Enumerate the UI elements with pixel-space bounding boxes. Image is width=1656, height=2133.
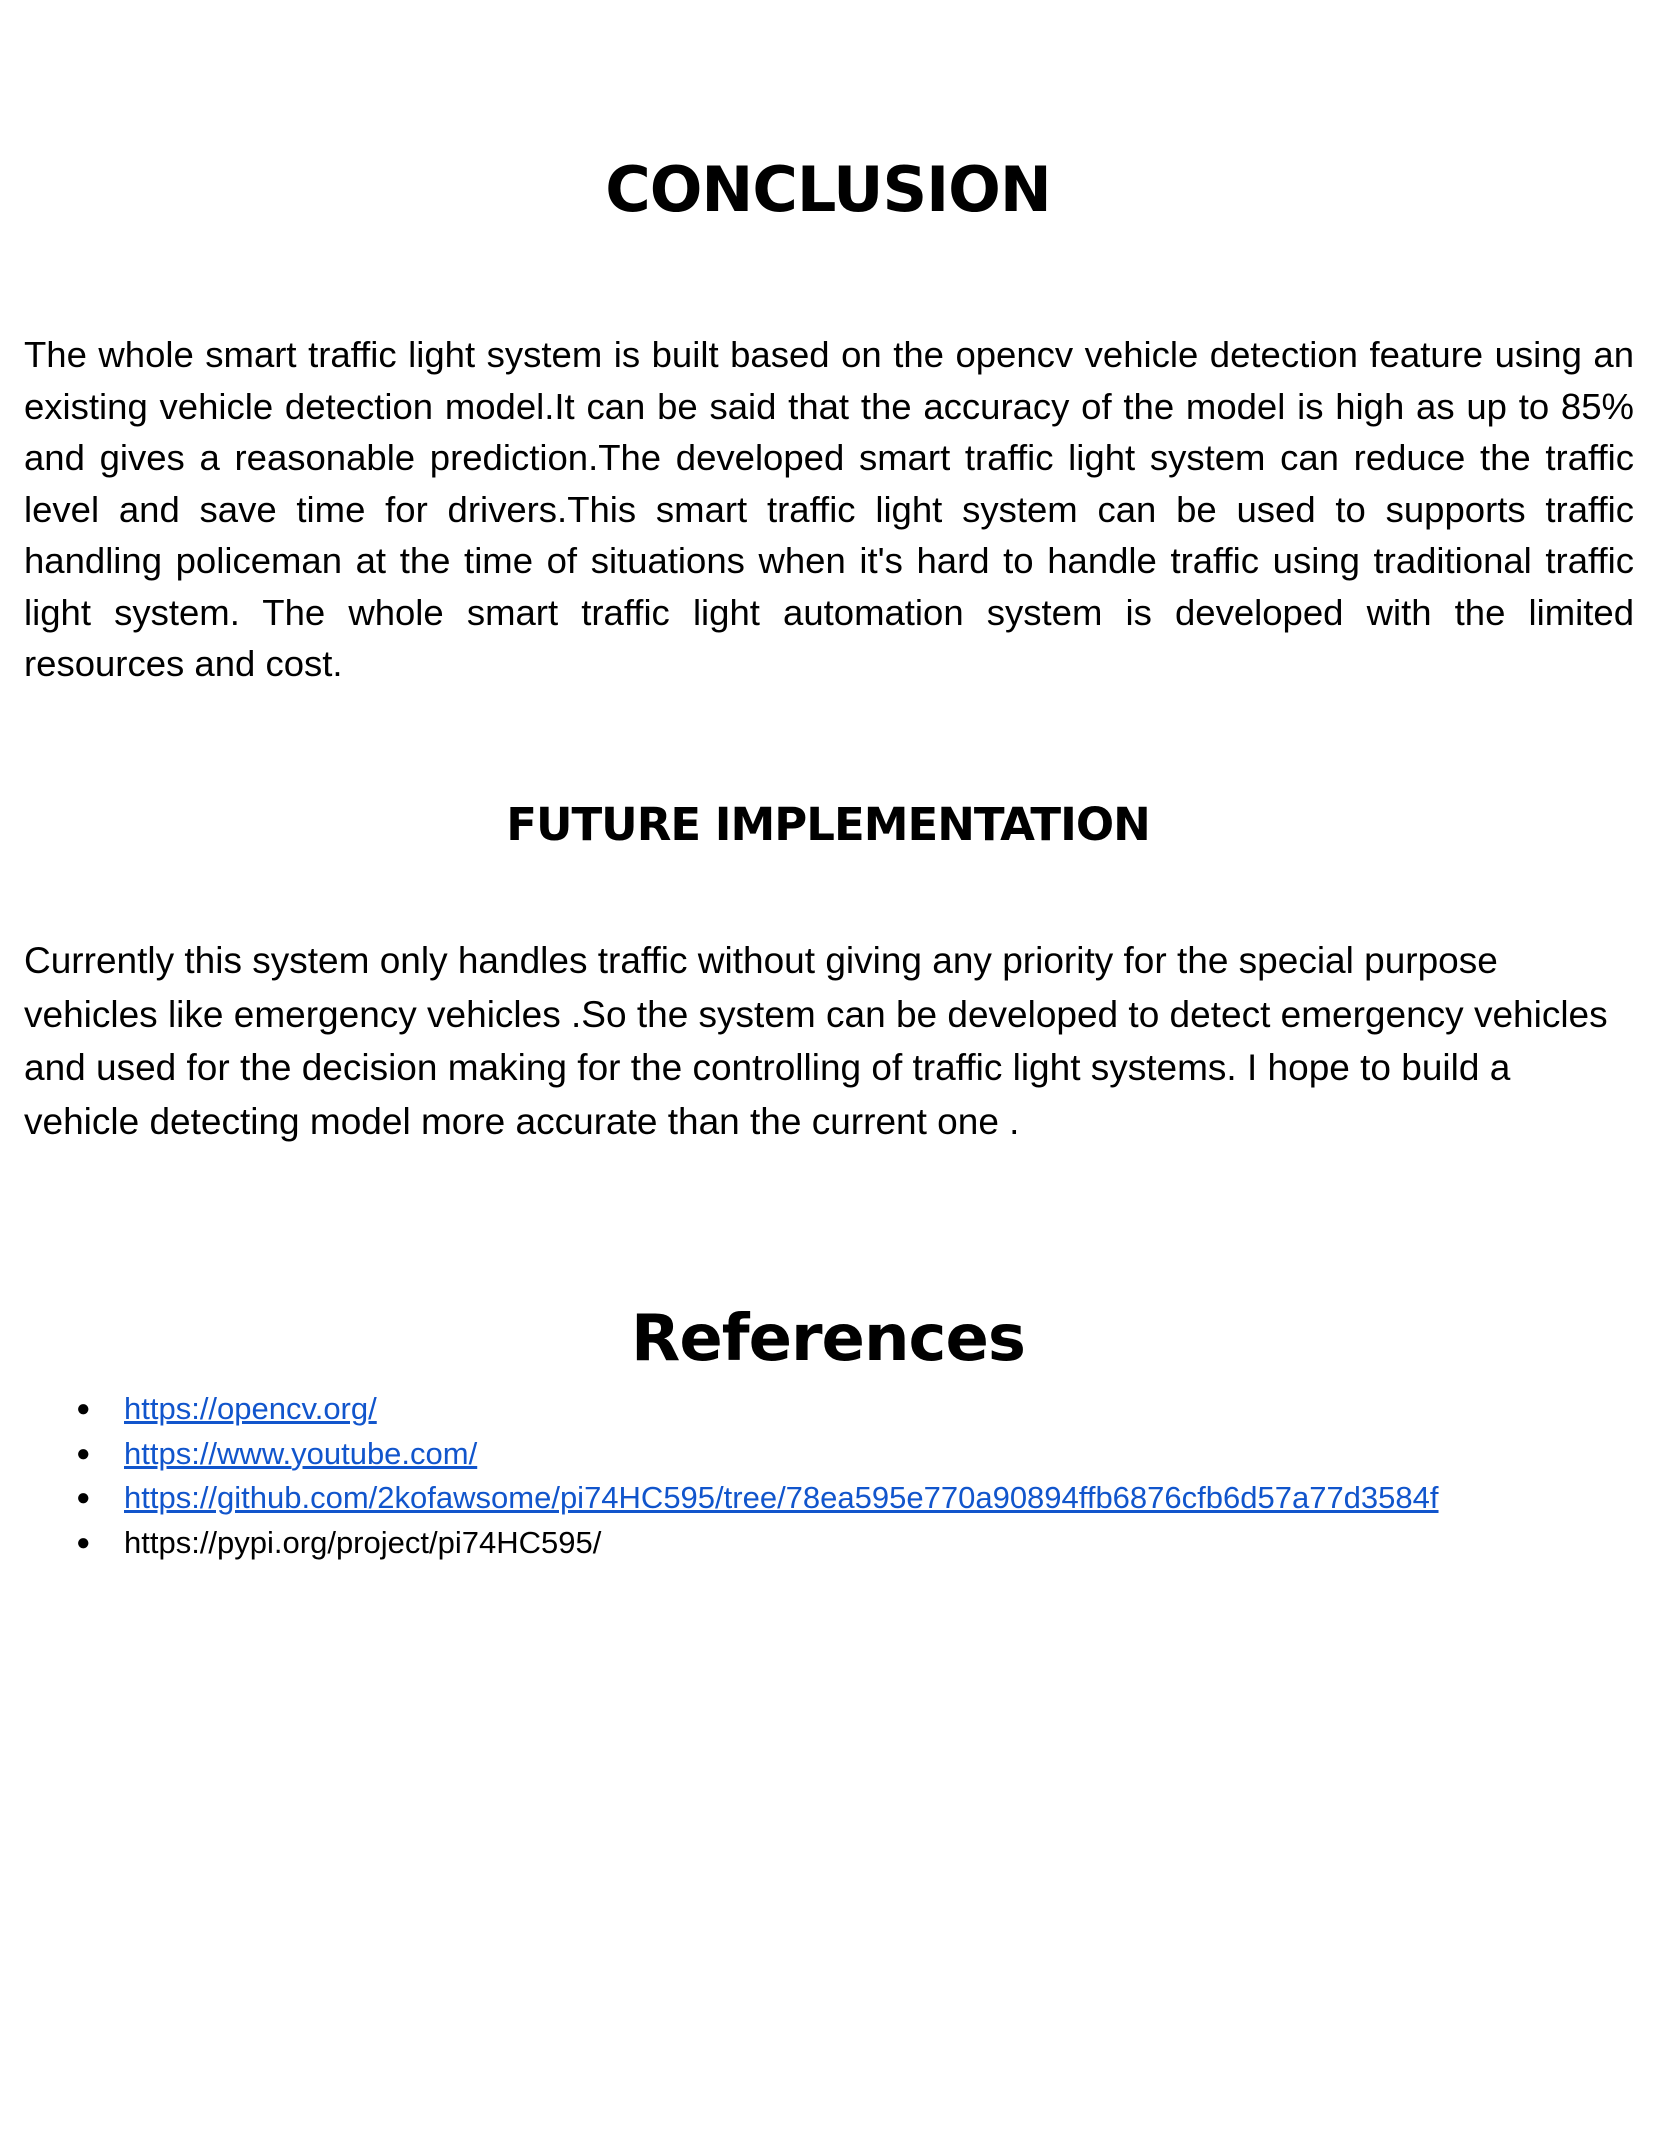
bullet-icon: ●	[76, 1528, 91, 1556]
bullet-icon: ●	[76, 1484, 91, 1511]
references-heading: References	[631, 1302, 1026, 1376]
reference-link-youtube[interactable]: https://www.youtube.com/	[124, 1435, 478, 1471]
conclusion-heading: CONCLUSION	[605, 153, 1052, 226]
reference-text-pypi: https://pypi.org/project/pi74HC595/	[124, 1524, 602, 1560]
reference-item: ● https://www.youtube.com/	[76, 1432, 1439, 1477]
reference-item: ● https://opencv.org/	[76, 1387, 1439, 1432]
bullet-icon: ●	[76, 1439, 91, 1467]
reference-link-github[interactable]: https://github.com/2kofawsome/pi74HC595/…	[124, 1480, 1439, 1515]
reference-item: ● https://github.com/2kofawsome/pi74HC59…	[76, 1476, 1439, 1521]
references-list: ● https://opencv.org/ ● https://www.yout…	[76, 1387, 1439, 1565]
reference-item: ● https://pypi.org/project/pi74HC595/	[76, 1521, 1439, 1566]
future-implementation-paragraph: Currently this system only handles traff…	[24, 940, 1608, 1142]
bullet-icon: ●	[76, 1395, 91, 1422]
future-implementation-heading: FUTURE IMPLEMENTATION	[506, 798, 1151, 851]
conclusion-paragraph: The whole smart traffic light system is …	[24, 334, 1634, 684]
reference-link-opencv[interactable]: https://opencv.org/	[124, 1391, 377, 1426]
